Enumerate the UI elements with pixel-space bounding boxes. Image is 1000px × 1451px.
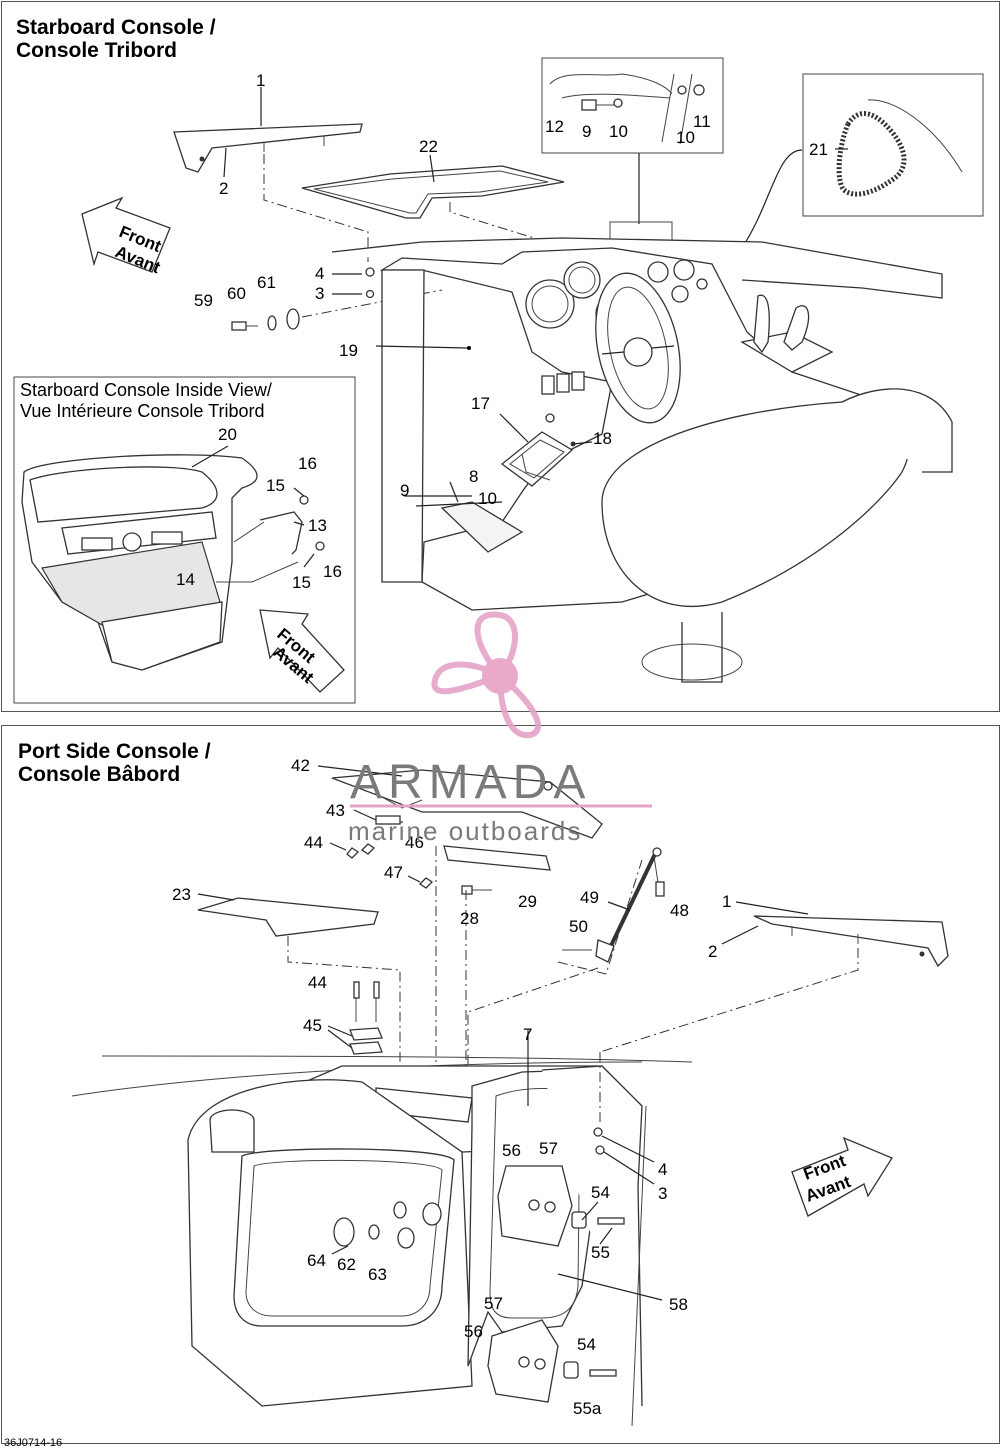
callout-44-b: 44 bbox=[308, 973, 327, 992]
starboard-title-line2: Console Tribord bbox=[16, 39, 178, 62]
part-42-cover bbox=[317, 765, 603, 895]
inside-view-title-line2: Vue Intérieure Console Tribord bbox=[20, 401, 265, 421]
port-callouts: 42 43 46 44 47 28 29 49 48 23 50 1 2 44 … bbox=[172, 756, 731, 1418]
callout-44-a: 44 bbox=[304, 833, 323, 852]
inside-view-title-line1: Starboard Console Inside View/ bbox=[20, 380, 272, 400]
callout-45: 45 bbox=[303, 1016, 322, 1035]
callout-23: 23 bbox=[172, 885, 191, 904]
callout-4: 4 bbox=[315, 264, 324, 283]
callout-46: 46 bbox=[405, 833, 424, 852]
port-title-line1: Port Side Console / bbox=[18, 740, 211, 763]
front-direction-arrow: Front Avant bbox=[81, 196, 171, 277]
fastener-detail-inset bbox=[541, 57, 724, 251]
callout-64: 64 bbox=[307, 1251, 326, 1270]
callout-10: 10 bbox=[478, 489, 497, 508]
callout-12: 12 bbox=[545, 117, 564, 136]
inside-view-title: Starboard Console Inside View/ Vue Intér… bbox=[20, 380, 272, 422]
callout-48: 48 bbox=[670, 901, 689, 920]
starboard-title: Starboard Console / Console Tribord bbox=[16, 16, 216, 62]
starboard-console-diagram: Front Avant bbox=[13, 57, 984, 704]
callout-3-port: 3 bbox=[658, 1184, 667, 1203]
fasteners-44-45 bbox=[327, 981, 383, 1055]
callout-9: 9 bbox=[400, 481, 409, 500]
callout-54-a: 54 bbox=[591, 1183, 610, 1202]
callout-17: 17 bbox=[471, 394, 490, 413]
starboard-callouts: 1 2 22 12 9 10 10 11 21 4 3 59 60 61 19 … bbox=[176, 71, 828, 592]
callout-15-b: 15 bbox=[292, 573, 311, 592]
callout-11: 11 bbox=[693, 112, 711, 131]
callout-21: 21 bbox=[809, 140, 828, 159]
starboard-console-body bbox=[331, 237, 953, 683]
callout-55: 55 bbox=[591, 1243, 610, 1262]
port-console-body bbox=[71, 1030, 693, 1427]
callout-15-a: 15 bbox=[266, 476, 285, 495]
callout-2: 2 bbox=[219, 179, 228, 198]
callout-57-a: 57 bbox=[539, 1139, 558, 1158]
callout-1-port: 1 bbox=[722, 892, 731, 911]
fasteners-59-61 bbox=[231, 267, 443, 331]
part-1-trim bbox=[173, 87, 369, 262]
callout-9-inset: 9 bbox=[582, 122, 591, 141]
callout-55a: 55a bbox=[573, 1399, 602, 1418]
callout-59: 59 bbox=[194, 291, 213, 310]
port-console-diagram: Front Avant 42 43 46 44 47 28 29 49 48 2… bbox=[71, 756, 949, 1427]
starboard-title-line1: Starboard Console / bbox=[16, 16, 216, 39]
part-21-seal-inset bbox=[717, 73, 984, 265]
port-title-line2: Console Bâbord bbox=[18, 763, 181, 786]
part-23-mat bbox=[197, 893, 401, 1072]
callout-10-inset: 10 bbox=[609, 122, 628, 141]
part-22-mat bbox=[301, 154, 565, 243]
part-1-trim-port bbox=[599, 901, 949, 1053]
callout-56-b: 56 bbox=[464, 1322, 483, 1341]
callout-29: 29 bbox=[518, 892, 537, 911]
callout-13: 13 bbox=[308, 516, 327, 535]
port-console-panel: Port Side Console / Console Bâbord bbox=[1, 725, 1000, 1444]
callout-20: 20 bbox=[218, 425, 237, 444]
callout-54-b: 54 bbox=[577, 1335, 596, 1354]
inside-view-inset: Front Avant bbox=[13, 376, 356, 704]
callout-4-port: 4 bbox=[658, 1160, 667, 1179]
callout-8: 8 bbox=[469, 467, 478, 486]
callout-2-port: 2 bbox=[708, 942, 717, 961]
callout-18: 18 bbox=[593, 429, 612, 448]
callout-16-a: 16 bbox=[298, 454, 317, 473]
callout-1: 1 bbox=[256, 71, 265, 90]
callout-58: 58 bbox=[669, 1295, 688, 1314]
callout-43: 43 bbox=[326, 801, 345, 820]
callout-7: 7 bbox=[523, 1025, 532, 1044]
callout-3: 3 bbox=[315, 284, 324, 303]
callout-62: 62 bbox=[337, 1255, 356, 1274]
front-direction-arrow-port: Front Avant bbox=[791, 1136, 893, 1217]
callout-42: 42 bbox=[291, 756, 310, 775]
port-title: Port Side Console / Console Bâbord bbox=[18, 740, 211, 786]
callout-49: 49 bbox=[580, 888, 599, 907]
callout-19: 19 bbox=[339, 341, 358, 360]
callout-63: 63 bbox=[368, 1265, 387, 1284]
callout-57-b: 57 bbox=[484, 1294, 503, 1313]
callout-10-inset-b: 10 bbox=[676, 128, 695, 147]
callout-47: 47 bbox=[384, 863, 403, 882]
callout-14: 14 bbox=[176, 570, 195, 589]
callout-50: 50 bbox=[569, 917, 588, 936]
callout-16-b: 16 bbox=[323, 562, 342, 581]
callout-61: 61 bbox=[257, 273, 276, 292]
callout-22: 22 bbox=[419, 137, 438, 156]
callout-60: 60 bbox=[227, 284, 246, 303]
starboard-console-panel: Starboard Console / Console Tribord bbox=[1, 1, 1000, 712]
part-49-strut bbox=[557, 847, 665, 975]
callout-28: 28 bbox=[460, 909, 479, 928]
reference-code: 36J0714-16 bbox=[4, 1437, 63, 1449]
callout-56-a: 56 bbox=[502, 1141, 521, 1160]
